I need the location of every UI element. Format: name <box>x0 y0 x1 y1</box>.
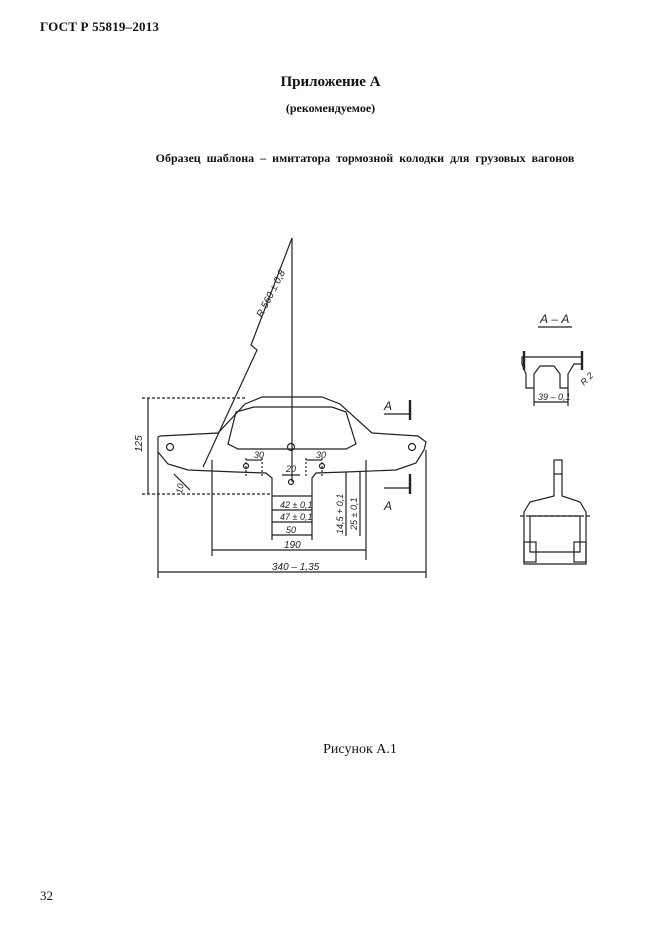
dim-42-label: 42 ± 0,1 <box>280 500 312 510</box>
section-label: А – А <box>539 312 569 326</box>
section-mark-a-bottom: А <box>383 499 392 513</box>
section-mark-a-top: А <box>383 399 392 413</box>
page-number: 32 <box>40 888 53 903</box>
hole-small-3 <box>287 478 295 486</box>
dim-50-label: 50 <box>286 525 296 535</box>
dim-height-label: 125 <box>134 435 145 452</box>
dim-14-5-label: 14,5 + 0,1 <box>335 494 345 534</box>
dim-thickness-label: 10 <box>174 483 186 495</box>
dim-25-label: 25 ± 0,1 <box>349 498 359 531</box>
template-window <box>227 406 357 450</box>
hole-center <box>286 442 296 452</box>
template-body <box>157 396 427 497</box>
figure-caption: Рисунок А.1 <box>323 742 397 757</box>
dim-190-label: 190 <box>284 540 301 551</box>
detail-stem-top <box>553 459 563 475</box>
dim-20-label: 20 <box>285 464 296 474</box>
detail-inner <box>529 515 581 553</box>
dim-10-leader <box>173 473 191 491</box>
dim-30-right-label: 30 <box>316 450 326 460</box>
section-profile <box>521 356 583 389</box>
dim-radius-label: R 560 ± 0,8 <box>255 268 288 319</box>
radius-line <box>202 237 293 468</box>
section-dim-r: R 2 <box>578 370 595 387</box>
document-header: ГОСТ Р 55819–2013 <box>40 19 160 34</box>
dim-47-label: 47 ± 0,1 <box>280 512 312 522</box>
dim-30-left-label: 30 <box>254 450 264 460</box>
hole-left <box>165 442 175 452</box>
appendix-title: Приложение А <box>280 74 381 90</box>
detail-foot-left <box>523 541 537 563</box>
dim-340-label: 340 – 1,35 <box>272 562 320 573</box>
detail-outline <box>523 474 587 565</box>
detail-foot-right <box>573 541 587 563</box>
figure-title: Образец шаблона – имитатора тормозной ко… <box>155 151 575 165</box>
hole-right <box>407 442 417 452</box>
section-dim-39: 39 – 0,1 <box>538 392 571 402</box>
appendix-subtitle: (рекомендуемое) <box>285 101 376 115</box>
